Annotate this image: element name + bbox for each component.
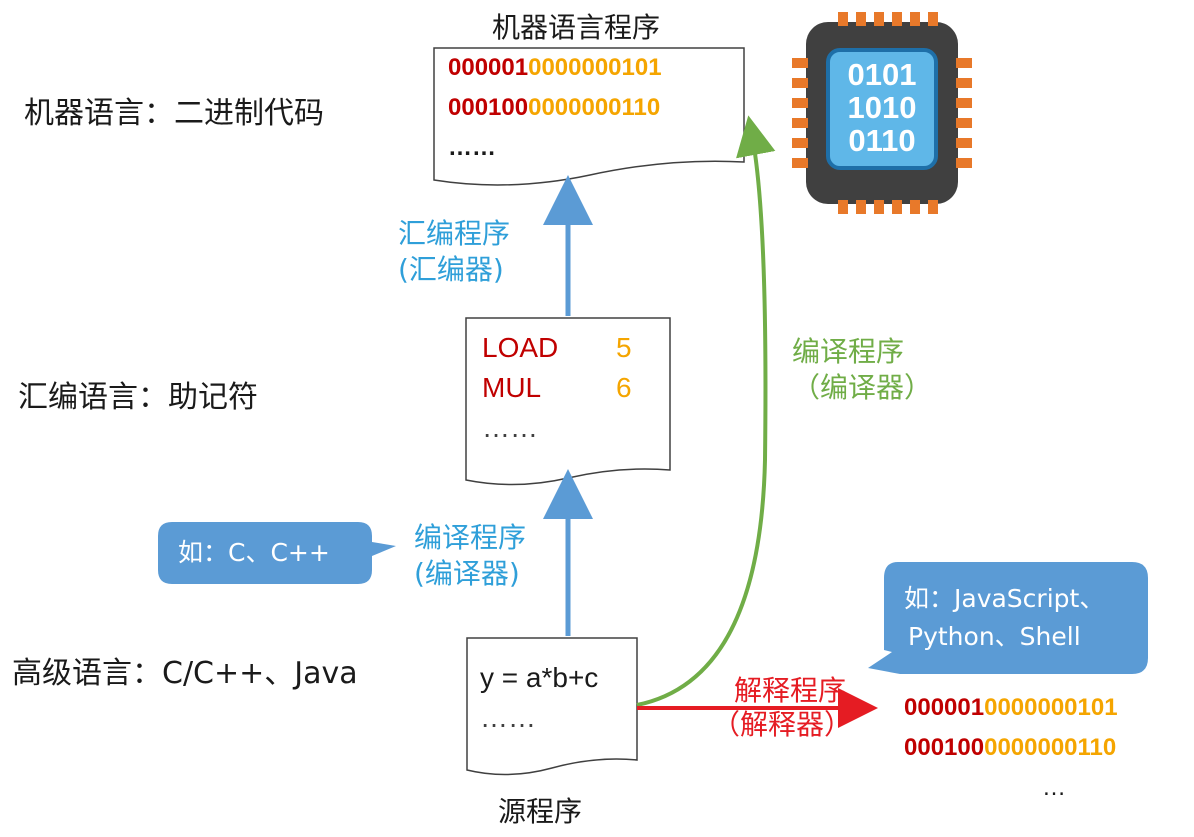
address: 0000000101: [984, 694, 1118, 721]
machine-code-more: ……: [448, 134, 496, 161]
callout-interpreted-line: Python、Shell: [908, 622, 1081, 651]
address: 0000000110: [984, 734, 1117, 761]
level-label-high: 高级语言：C/C++、Java: [12, 656, 358, 691]
source-more: ……: [480, 702, 536, 733]
source-program-document: [466, 637, 638, 776]
machine-code-line: 0001000000000110: [448, 88, 662, 128]
chip-binary: 0101 1010 0110: [828, 58, 936, 157]
compiler-label-line: 编译程序: [414, 521, 527, 554]
level-label-machine: 机器语言：二进制代码: [24, 96, 324, 131]
operand: 6: [616, 372, 632, 403]
machine-program-title: 机器语言程序: [492, 11, 661, 44]
interpreter-label-line: 解释程序: [734, 674, 847, 707]
opcode: 000001: [448, 54, 529, 81]
compiler-to-machine-arrow: [636, 115, 776, 707]
source-line: y = a*b+c: [480, 662, 599, 693]
machine-program-content: 0000010000000101 0001000000000110 ……: [448, 48, 662, 168]
interpreter-output: 0000010000000101 0001000000000110 …: [904, 688, 1118, 808]
assembly-program-content: LOAD 5 MUL 6 ……: [482, 328, 632, 448]
chip-binary-row: 0101: [847, 57, 917, 92]
machine-code-line: 0000010000000101: [904, 688, 1118, 728]
interpreter-label-line: （解释器）: [712, 708, 853, 741]
assembler-label: 汇编程序 (汇编器): [398, 216, 510, 288]
level-label-assembly: 汇编语言：助记符: [18, 380, 258, 415]
operand: 5: [616, 332, 632, 363]
assembly-line: LOAD 5: [482, 328, 632, 368]
mnemonic: LOAD: [482, 332, 559, 363]
address: 0000000110: [528, 94, 661, 121]
mnemonic: MUL: [482, 372, 542, 403]
callout-interpreted-line: 如：JavaScript、: [904, 584, 1105, 613]
compiler-label-line: (编译器): [414, 557, 520, 590]
assembler-label-line: 汇编程序: [398, 217, 511, 250]
compiler-label-left: 编译程序 (编译器): [414, 520, 526, 592]
machine-code-line: 0000010000000101: [448, 48, 662, 88]
opcode: 000100: [904, 734, 985, 761]
address: 0000000101: [528, 54, 662, 81]
machine-program-document: [433, 47, 745, 186]
assembler-label-line: (汇编器): [398, 253, 504, 286]
callout-compiled-text: 如：C、C++: [178, 538, 330, 567]
opcode: 000001: [904, 694, 985, 721]
compiler-label-line: 编译程序: [792, 335, 905, 368]
chip-binary-row: 1010: [847, 90, 917, 125]
assembly-more: ……: [482, 412, 538, 443]
machine-code-line: 0001000000000110: [904, 728, 1118, 768]
interpreter-label: 解释程序 （解释器）: [712, 674, 852, 742]
chip-binary-row: 0110: [848, 123, 916, 158]
interpreter-output-more: …: [1042, 774, 1066, 801]
compiler-label-right: 编译程序 （编译器）: [792, 334, 932, 406]
callout-interpreted-languages: [868, 562, 1148, 674]
source-program-title: 源程序: [498, 795, 583, 828]
compiler-label-line: （编译器）: [792, 371, 933, 404]
assembly-line: MUL 6: [482, 368, 632, 408]
callout-compiled-languages: [158, 522, 396, 584]
source-program-content: y = a*b+c ……: [480, 658, 598, 738]
callout-interpreted-text: 如：JavaScript、 Python、Shell: [904, 580, 1104, 656]
cpu-chip-icon: [792, 12, 972, 214]
opcode: 000100: [448, 94, 529, 121]
